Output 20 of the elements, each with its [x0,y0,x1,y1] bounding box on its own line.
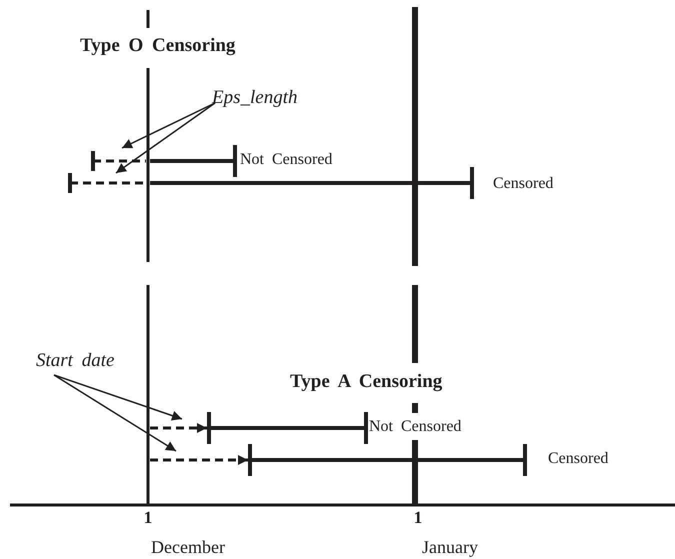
section-title: Type O Censoring [80,36,236,55]
dashed-arrow [150,455,248,465]
leader-line [54,374,176,452]
callout-label: Start date [36,350,114,371]
leader-line [54,374,182,420]
dashed-line [91,151,146,171]
month-label: December [151,538,225,556]
month-label: January [422,538,478,556]
leader-line [116,102,216,174]
tick-label: 1 [414,509,422,526]
outcome-label: Censored [493,176,554,192]
leader-line [122,102,216,149]
outcome-label: Not Censored [369,419,462,435]
outcome-label: Censored [548,451,608,467]
callout-label: Eps_length [212,87,298,108]
dashed-line [68,173,146,193]
section-title: Type A Censoring [290,372,442,391]
dashed-arrow [150,423,207,433]
outcome-label: Not Censored [240,152,332,168]
tick-label: 1 [144,509,152,526]
